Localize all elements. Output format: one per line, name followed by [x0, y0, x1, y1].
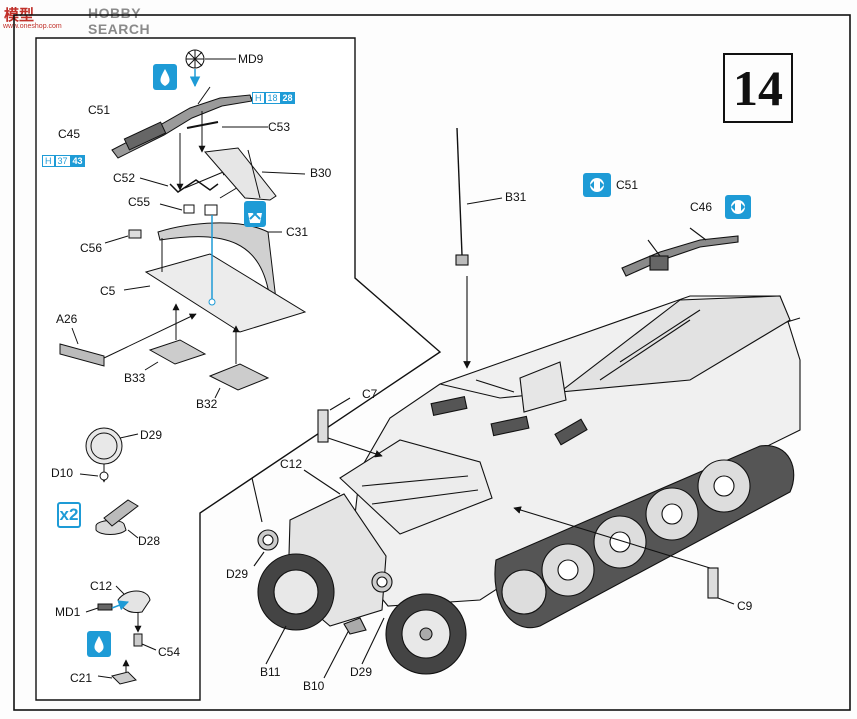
label-d29-bottom: D29 — [350, 665, 373, 679]
badge-code-alt: 28 — [280, 92, 295, 104]
label-c12-main: C12 — [280, 457, 303, 471]
label-c31: C31 — [286, 225, 309, 239]
machine-gun-inset — [59, 49, 307, 399]
label-c12-inset: C12 — [90, 579, 113, 593]
label-d28: D28 — [138, 534, 161, 548]
label-b32: B32 — [196, 397, 218, 411]
label-a26: A26 — [56, 312, 78, 326]
label-c9: C9 — [737, 599, 753, 613]
label-d29-inset: D29 — [140, 428, 163, 442]
label-b11: B11 — [260, 665, 281, 679]
badge-code: 18 — [264, 92, 281, 104]
movable-part-icon — [583, 173, 611, 197]
label-c45: C45 — [58, 127, 81, 141]
remove-part-icon — [244, 201, 266, 227]
glue-drop-icon — [87, 631, 111, 657]
label-b10: B10 — [303, 679, 325, 693]
label-md9: MD9 — [238, 52, 264, 66]
label-c54: C54 — [158, 645, 181, 659]
glue-drop-icon — [153, 64, 177, 90]
quantity-multiplier: x2 — [57, 502, 81, 528]
label-b30: B30 — [310, 166, 332, 180]
hinge-inset — [85, 585, 157, 685]
label-c21: C21 — [70, 671, 93, 685]
watermark-url: www.oneshop.com — [3, 23, 62, 30]
watermark-en: HOBBY SEARCH — [88, 5, 151, 37]
movable-part-icon — [725, 195, 751, 219]
label-c55: C55 — [128, 195, 151, 209]
label-c5: C5 — [100, 284, 116, 298]
label-d29-left: D29 — [226, 567, 249, 581]
badge-prefix: H — [42, 155, 55, 167]
watermark: 模型 HOBBY SEARCH www.oneshop.com — [0, 0, 170, 37]
headlight-inset — [79, 427, 139, 539]
label-c51-inset: C51 — [88, 103, 111, 117]
label-c53: C53 — [268, 120, 291, 134]
label-b31: B31 — [505, 190, 527, 204]
label-md1: MD1 — [55, 605, 81, 619]
label-c52: C52 — [113, 171, 136, 185]
badge-code: 37 — [54, 155, 71, 167]
label-c7: C7 — [362, 387, 378, 401]
label-b33: B33 — [124, 371, 146, 385]
halftrack — [251, 127, 801, 679]
label-c51-main: C51 — [616, 178, 639, 192]
outer-frame — [13, 14, 851, 711]
badge-prefix: H — [252, 92, 265, 104]
step-number: 14 — [723, 53, 793, 123]
label-d10: D10 — [51, 466, 74, 480]
label-c56: C56 — [80, 241, 103, 255]
badge-code-alt: 43 — [70, 155, 85, 167]
label-c46: C46 — [690, 200, 713, 214]
